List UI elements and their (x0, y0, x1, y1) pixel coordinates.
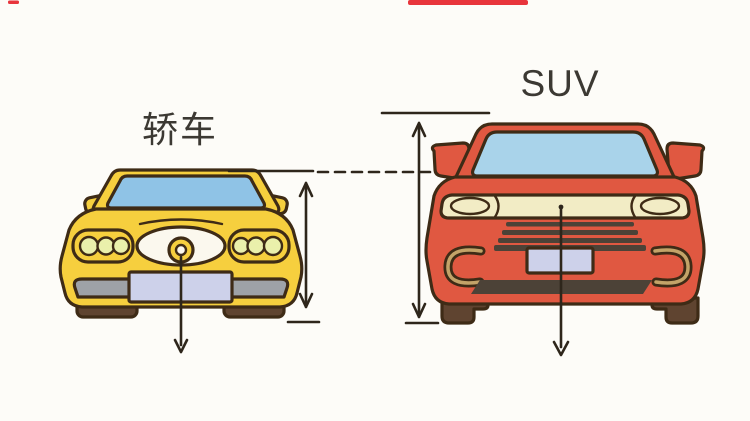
suv-center-down-arrow (552, 204, 570, 357)
sedan-emblem-center (174, 243, 188, 257)
arrow-up-icon (298, 181, 314, 198)
grille-slat (502, 230, 638, 235)
suv-left-fog-lamp (443, 245, 486, 288)
suv-label: SUV (520, 63, 599, 104)
sedan-height-indicator (227, 169, 321, 324)
suv-headlamp-details (449, 194, 681, 219)
suv-illustration (424, 122, 706, 325)
grille-slat (498, 238, 642, 243)
arrow-up-icon (411, 121, 427, 138)
sedan-right-headlight (227, 228, 291, 264)
suv-headlight-strip (439, 193, 691, 220)
sedan-label: 轿车 (142, 109, 218, 150)
suv-right-fog-lamp (650, 245, 693, 288)
sedan-left-headlight (71, 228, 135, 264)
arrow-down-icon (173, 338, 189, 354)
sedan-center-down-arrow (173, 255, 189, 354)
arrow-down-icon (411, 302, 427, 319)
sedan-hood-crease (138, 218, 224, 226)
arrow-down-icon (552, 340, 570, 357)
suv-windshield (470, 130, 660, 178)
top-left-red-dash (8, 0, 19, 4)
grille-slat (506, 222, 634, 227)
suv-height-indicator (380, 111, 491, 325)
arrow-down-icon (298, 292, 314, 309)
sedan-windshield (105, 174, 267, 210)
arrow-anchor-dot (558, 204, 564, 210)
top-center-red-line (408, 0, 528, 5)
